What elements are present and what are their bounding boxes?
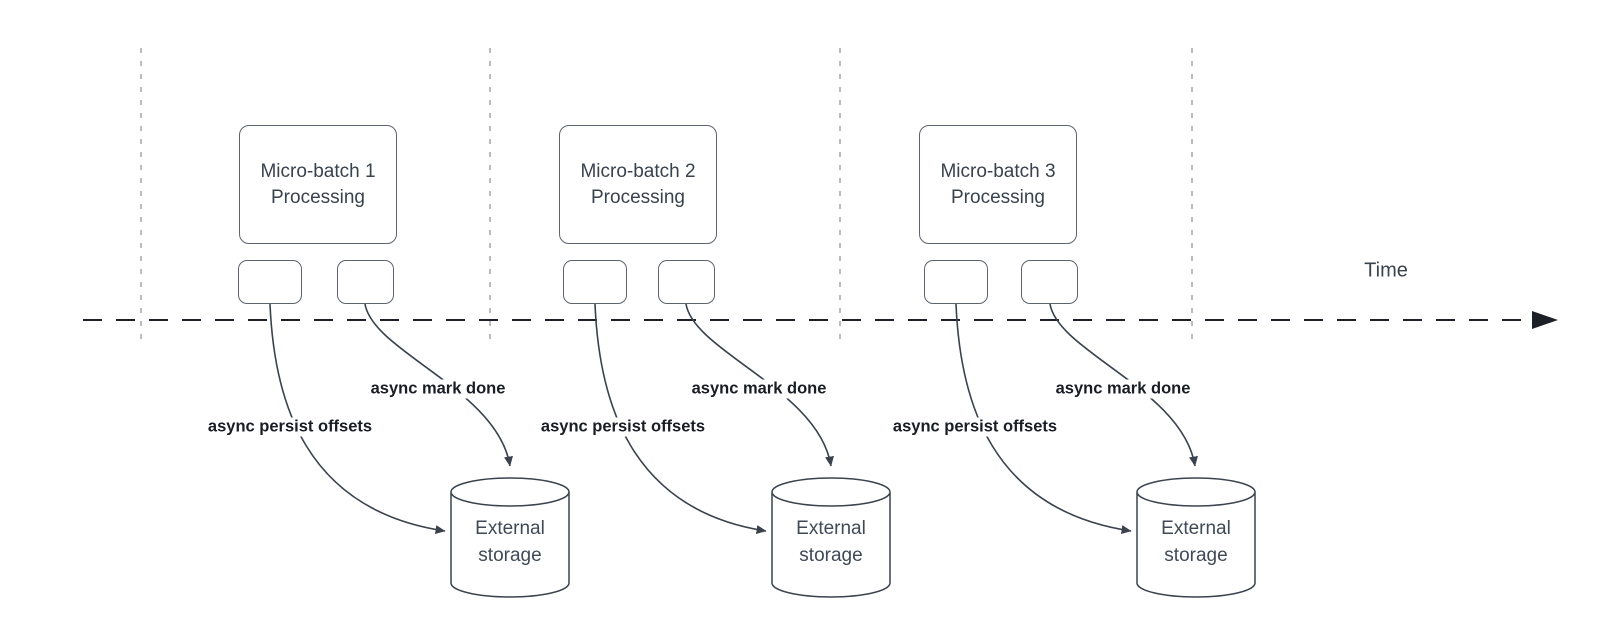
task-box-2-right [658, 260, 715, 304]
external-storage-label-3-line1: External [1161, 518, 1231, 539]
persist-offsets-label-1: async persist offsets [205, 417, 375, 437]
micro-batch-1-box: Micro-batch 1 Processing [239, 125, 397, 244]
external-storage-cylinder-1 [450, 477, 570, 598]
mark-done-arrow-3 [1049, 303, 1198, 467]
persist-offsets-arrow-1 [269, 303, 446, 535]
micro-batch-2-box: Micro-batch 2 Processing [559, 125, 717, 244]
persist-offsets-arrow-2 [594, 303, 767, 535]
micro-batch-1-label-line2: Processing [271, 186, 365, 208]
mark-done-arrow-2 [685, 303, 834, 467]
external-storage-label-2-line1: External [796, 518, 866, 539]
micro-batch-3-box: Micro-batch 3 Processing [919, 125, 1077, 244]
external-storage-label-2: External storage [796, 515, 866, 569]
external-storage-label-3: External storage [1161, 515, 1231, 569]
persist-offsets-label-3: async persist offsets [890, 417, 1060, 437]
external-storage-label-1-line2: storage [478, 545, 542, 566]
task-box-3-right [1021, 260, 1078, 304]
task-box-1-left [238, 260, 302, 304]
external-storage-label-2-line2: storage [799, 545, 863, 566]
persist-offsets-arrow-3 [955, 303, 1132, 535]
micro-batch-2-label-line1: Micro-batch 2 [580, 160, 696, 182]
external-storage-cylinder-3 [1136, 477, 1256, 598]
external-storage-label-1-line1: External [475, 518, 545, 539]
time-axis-label: Time [1364, 259, 1408, 282]
external-storage-label-1: External storage [475, 515, 545, 569]
micro-batch-2-label-line2: Processing [591, 186, 685, 208]
micro-batch-3-label-line2: Processing [951, 186, 1045, 208]
task-box-1-right [337, 260, 394, 304]
external-storage-cylinder-2 [771, 477, 891, 598]
task-box-2-left [563, 260, 627, 304]
mark-done-label-1: async mark done [368, 379, 508, 399]
persist-offsets-label-2: async persist offsets [538, 417, 708, 437]
external-storage-label-3-line2: storage [1164, 545, 1228, 566]
mark-done-label-3: async mark done [1053, 379, 1193, 399]
micro-batch-1-label-line1: Micro-batch 1 [260, 160, 376, 182]
mark-done-label-2: async mark done [689, 379, 829, 399]
micro-batch-3-label-line1: Micro-batch 3 [940, 160, 1056, 182]
mark-done-arrow-1 [364, 303, 513, 467]
task-box-3-left [924, 260, 988, 304]
